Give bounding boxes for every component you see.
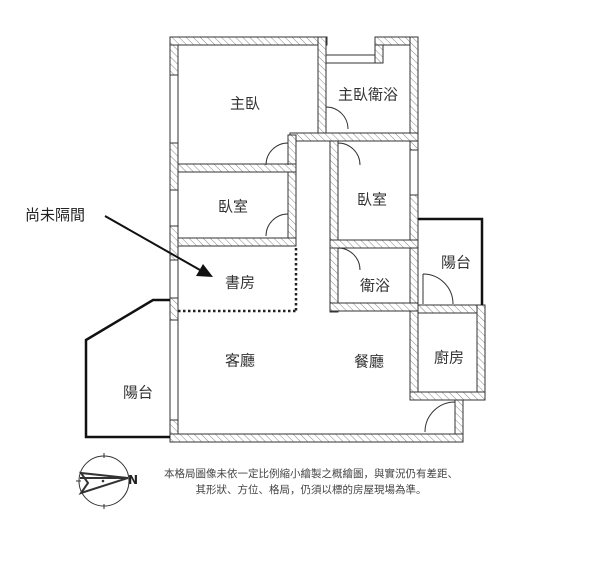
compass-north-label: N bbox=[128, 473, 138, 487]
windows bbox=[169, 74, 419, 421]
room-label-bedroom-2: 臥室 bbox=[356, 190, 388, 209]
room-label-master-bedroom: 主臥 bbox=[229, 94, 261, 113]
balcony-outlines bbox=[84, 217, 484, 439]
callout-arrow bbox=[104, 215, 213, 277]
room-label-kitchen: 廚房 bbox=[433, 348, 465, 367]
room-label-living-room: 客廳 bbox=[224, 351, 256, 370]
doors bbox=[265, 106, 456, 433]
partitions-dotted bbox=[178, 248, 298, 313]
disclaimer-line-2: 其形狀、方位、格局，仍須以標的房屋現場為準。 bbox=[195, 484, 427, 496]
room-label-balcony-left: 陽台 bbox=[122, 383, 154, 402]
walls bbox=[169, 36, 486, 443]
room-label-bathroom: 衛浴 bbox=[359, 276, 391, 295]
room-label-master-bath: 主臥衛浴 bbox=[337, 85, 399, 104]
room-label-bedroom-1: 臥室 bbox=[217, 197, 249, 216]
room-label-study: 書房 bbox=[224, 273, 256, 292]
room-label-dining-room: 餐廳 bbox=[353, 352, 385, 371]
disclaimer: 本格局圖像未依一定比例縮小繪製之概繪圖，與實況仍有差距、 其形狀、方位、格局，仍… bbox=[141, 466, 481, 498]
compass bbox=[76, 453, 130, 509]
disclaimer-line-1: 本格局圖像未依一定比例縮小繪製之概繪圖，與實況仍有差距、 bbox=[164, 468, 458, 480]
room-label-balcony-right: 陽台 bbox=[440, 253, 472, 272]
callout-not-partitioned: 尚未隔間 bbox=[25, 206, 86, 224]
